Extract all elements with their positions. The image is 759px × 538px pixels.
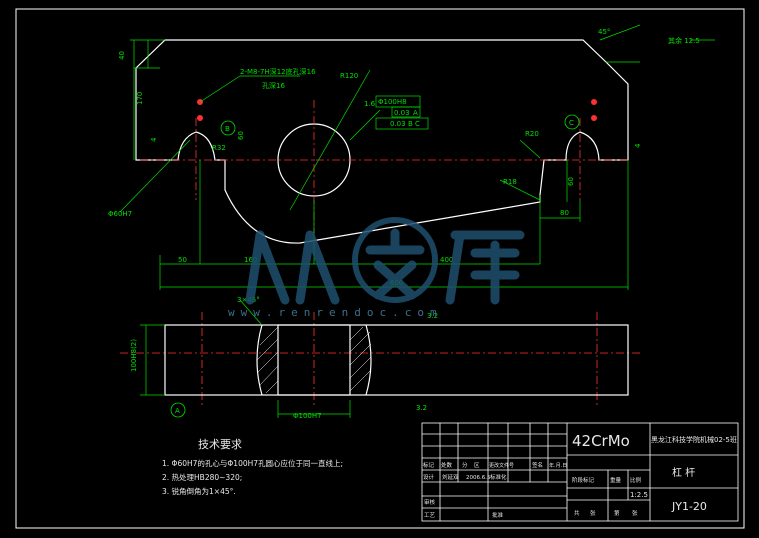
gt-ref-1: A [413, 109, 418, 117]
dimension-text: 40 170 60 4 4 R120 R32 R20 R18 60 80 50 … [108, 28, 700, 420]
tb-sheet-total: 共 [574, 509, 580, 517]
tb-count: 处数 [441, 461, 453, 469]
hole-icon [591, 99, 597, 105]
dim-4-right: 4 [634, 143, 642, 148]
label-b: B [225, 125, 230, 133]
tech-item-1: 1. Φ60H7的孔心与Φ100H7孔圆心应位于同一直线上; [162, 459, 344, 468]
tb-designer: 刘延双 [442, 473, 459, 481]
dim-phi100: Φ100H7 [293, 412, 322, 420]
dim-r32: R32 [212, 144, 226, 152]
dim-80: 80 [560, 209, 569, 217]
dim-45: 45° [598, 28, 610, 36]
dim-r120: R120 [340, 72, 358, 80]
tech-requirements-title: 技术要求 [198, 438, 242, 451]
tolerance-frames [375, 95, 429, 130]
dim-rough-16: 1.6 [364, 100, 376, 108]
tb-design: 设计 [423, 473, 435, 481]
tech-item-2: 2. 热处理HB280~320; [162, 473, 243, 482]
tb-process: 工艺 [424, 512, 436, 519]
roughness-note: 其余 12.5 [668, 36, 700, 45]
watermark-logo [245, 217, 525, 305]
tb-sheet-unit2: 张 [632, 509, 638, 517]
dim-160: 160 [244, 256, 257, 264]
tb-sheet-no: 第 [614, 509, 620, 517]
reference-labels [170, 114, 580, 418]
dim-170: 170 [136, 92, 144, 105]
dim-rough-32b: 3.2 [416, 404, 427, 412]
dim-4: 4 [150, 137, 158, 142]
gt-datum-label: Φ100H8 [378, 98, 407, 106]
tb-sheet-unit: 张 [590, 509, 596, 517]
title-block [421, 422, 739, 522]
gt-ref-2: B C [408, 120, 420, 128]
dim-50: 50 [178, 256, 187, 264]
watermark-url: www.renrendoc.com [228, 306, 443, 319]
dim-100h8: 100H8(2) [130, 339, 138, 372]
tb-zone: 区 [474, 462, 480, 469]
dim-rough-32: 3.2 [427, 312, 438, 320]
tb-approve: 批准 [492, 511, 504, 519]
tb-mark: 标记 [423, 461, 435, 469]
school: 黑龙江科技学院机械02-5班 [651, 435, 737, 444]
tb-design-date: 2006.6.5 [466, 475, 491, 481]
tb-sign: 签名 [532, 461, 543, 469]
drawing-frame [15, 8, 745, 529]
material: 42CrMo [572, 432, 630, 450]
section-dims [140, 299, 351, 418]
gt-value-2: 0.03 [390, 120, 406, 128]
part-name: 杠 杆 [672, 466, 695, 479]
dim-r20: R20 [525, 130, 539, 138]
tb-date: 年.月.日 [549, 462, 567, 469]
scale: 1:2.5 [630, 491, 648, 499]
tb-scale-label: 比例 [630, 476, 642, 484]
hole-note: 2-M8-7H深12底孔深16 [240, 67, 316, 76]
dim-60: 60 [237, 131, 245, 140]
dim-40: 40 [118, 51, 126, 60]
hole-note-2: 孔深16 [262, 81, 285, 90]
tb-weight: 重量 [610, 476, 622, 484]
hole-icon [197, 115, 203, 121]
tapped-holes [197, 99, 597, 121]
dim-400: 400 [440, 256, 453, 264]
dim-60-right: 60 [567, 177, 575, 186]
dim-phi60: Φ60H7 [108, 210, 132, 218]
section-hatching [256, 326, 372, 394]
tb-change: 更改文件号 [489, 462, 514, 469]
tb-stage: 阶段标记 [572, 476, 595, 484]
tb-div: 分 [462, 461, 468, 469]
tb-standard: 标准化 [490, 473, 507, 481]
section-view [164, 324, 629, 396]
dim-r18: R18 [503, 178, 517, 186]
gt-value-1: 0.03 [394, 109, 410, 117]
title-block-text: 42CrMo 黑龙江科技学院机械02-5班 杠 杆 JY1-20 1:2.5 标… [423, 432, 737, 519]
tb-review: 审核 [424, 498, 436, 506]
label-a: A [175, 407, 180, 415]
drawing-number: JY1-20 [671, 500, 707, 513]
tech-item-3: 3. 锐角倒角为1×45°. [162, 487, 236, 496]
lever-outline [135, 39, 629, 244]
hole-icon [591, 115, 597, 121]
label-c: C [569, 119, 574, 127]
